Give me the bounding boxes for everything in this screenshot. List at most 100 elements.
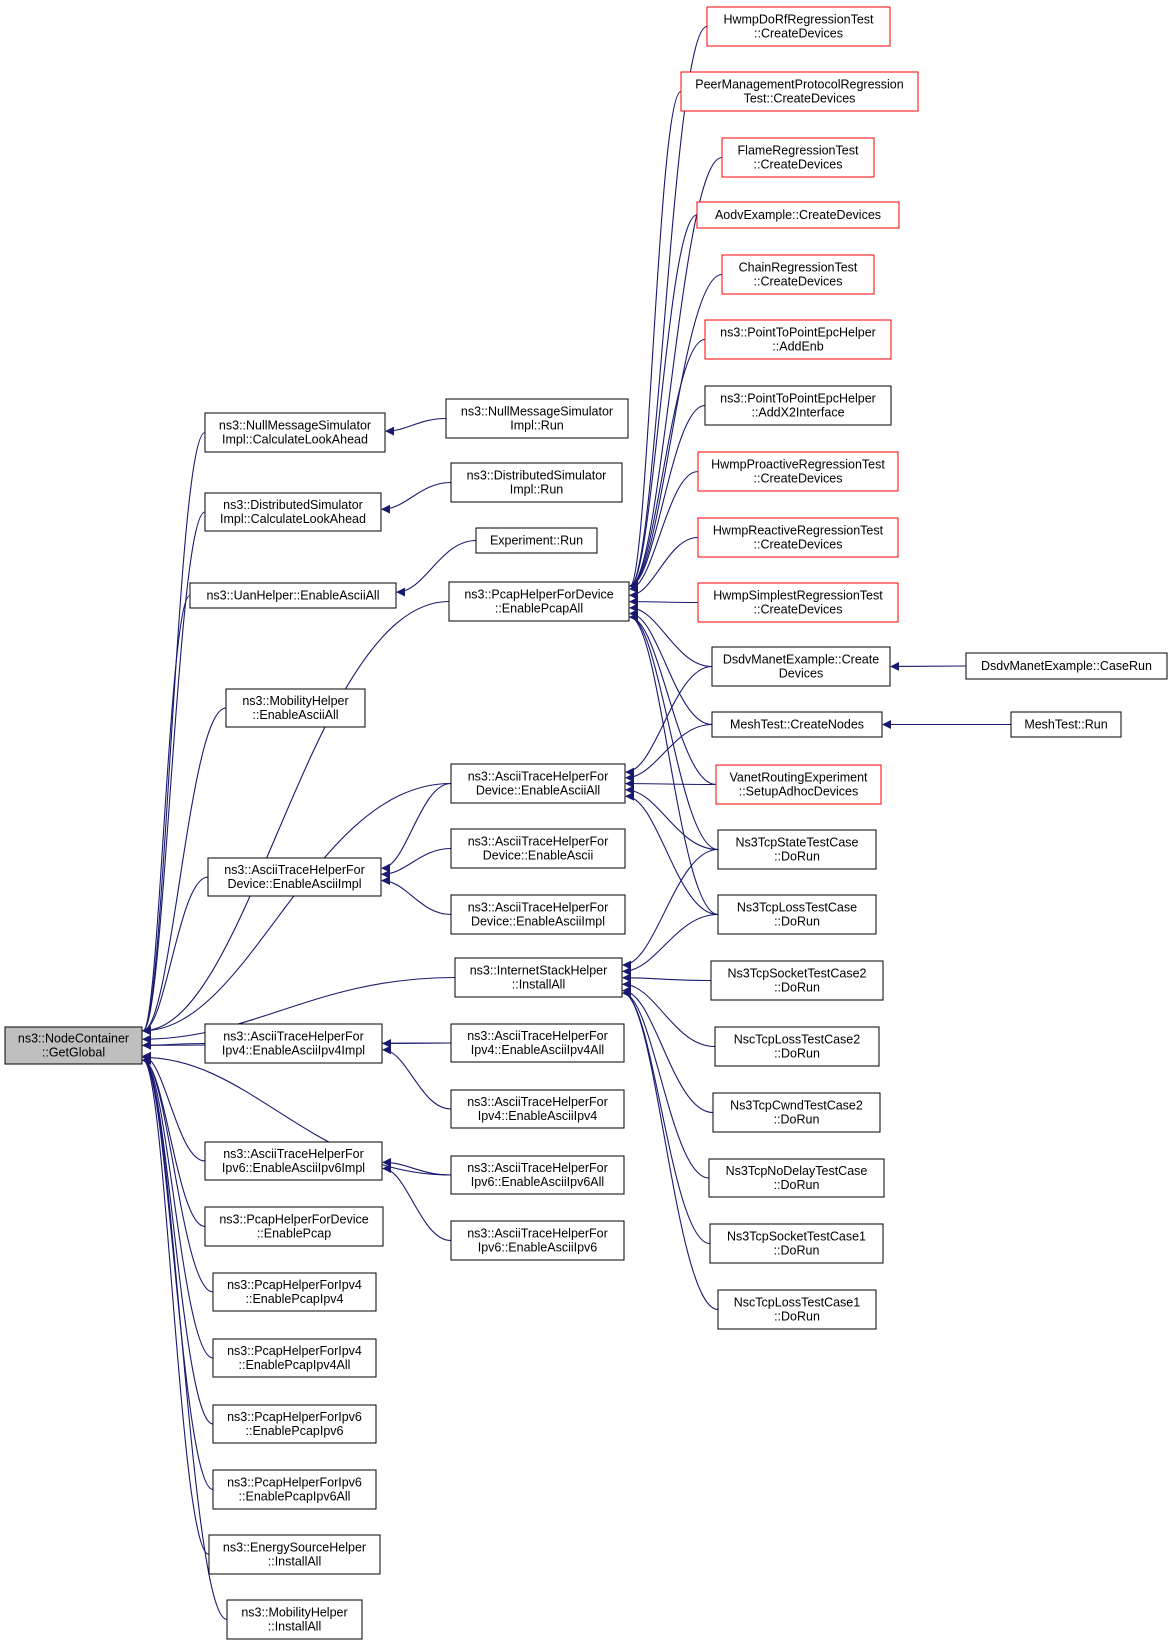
node-atd_ascii[interactable]: ns3::AsciiTraceHelperForDevice::EnableAs… (450, 828, 626, 869)
node-uan[interactable]: ns3::UanHelper::EnableAsciiAll (189, 582, 397, 609)
node-box[interactable] (212, 1338, 377, 1378)
node-nsc_loss1[interactable]: NscTcpLossTestCase1::DoRun (717, 1289, 877, 1330)
node-box[interactable] (450, 828, 626, 869)
node-tcp_loss[interactable]: Ns3TcpLossTestCase::DoRun (717, 894, 877, 935)
node-box[interactable] (445, 398, 629, 439)
node-box[interactable] (454, 957, 623, 998)
node-mesh_run[interactable]: MeshTest::Run (1010, 711, 1122, 738)
node-ati6_ipv6[interactable]: ns3::AsciiTraceHelperForIpv6::EnableAsci… (450, 1220, 625, 1261)
node-hwmp_sim[interactable]: HwmpSimplestRegressionTest::CreateDevice… (697, 582, 899, 623)
node-nms_cla[interactable]: ns3::NullMessageSimulatorImpl::Calculate… (204, 412, 386, 453)
node-tcp_cwnd2[interactable]: Ns3TcpCwndTestCase2::DoRun (712, 1092, 881, 1133)
node-box[interactable] (204, 492, 382, 532)
node-box[interactable] (710, 960, 884, 1001)
node-hwmp_dorf[interactable]: HwmpDoRfRegressionTest::CreateDevices (706, 6, 891, 47)
node-energy[interactable]: ns3::EnergySourceHelper::InstallAll (208, 1534, 381, 1575)
node-tcp_sock2[interactable]: Ns3TcpSocketTestCase2::DoRun (710, 960, 884, 1001)
node-box[interactable] (204, 1206, 384, 1247)
node-box[interactable] (450, 1023, 625, 1063)
node-box[interactable] (711, 711, 883, 738)
node-box[interactable] (225, 688, 366, 728)
node-p2p_x2[interactable]: ns3::PointToPointEpcHelper::AddX2Interfa… (704, 385, 892, 426)
node-box[interactable] (212, 1469, 377, 1510)
node-flame[interactable]: FlameRegressionTest::CreateDevices (721, 137, 875, 178)
node-aodv[interactable]: AodvExample::CreateDevices (696, 201, 900, 229)
node-box[interactable] (450, 763, 626, 804)
node-atd_all[interactable]: ns3::AsciiTraceHelperForDevice::EnableAs… (450, 763, 626, 804)
node-box[interactable] (450, 1220, 625, 1261)
node-ati4_impl[interactable]: ns3::AsciiTraceHelperForIpv4::EnableAsci… (204, 1023, 383, 1064)
node-hwmp_rea[interactable]: HwmpReactiveRegressionTest::CreateDevice… (697, 517, 899, 558)
node-box[interactable] (708, 1158, 885, 1198)
node-ph6_all[interactable]: ns3::PcapHelperForIpv6::EnablePcapIpv6Al… (212, 1469, 377, 1510)
node-box[interactable] (712, 1092, 881, 1133)
node-box[interactable] (226, 1599, 363, 1640)
node-ati4_all[interactable]: ns3::AsciiTraceHelperForIpv4::EnableAsci… (450, 1023, 625, 1063)
node-box[interactable] (709, 1223, 884, 1264)
node-vanet[interactable]: VanetRoutingExperiment::SetupAdhocDevice… (715, 764, 882, 805)
node-box[interactable] (717, 1289, 877, 1330)
node-exp_run[interactable]: Experiment::Run (475, 527, 598, 554)
node-atd_impl2[interactable]: ns3::AsciiTraceHelperForDevice::EnableAs… (450, 894, 626, 935)
node-box[interactable] (697, 451, 899, 492)
node-ish[interactable]: ns3::InternetStackHelper::InstallAll (454, 957, 623, 998)
node-box[interactable] (450, 1089, 625, 1129)
node-box[interactable] (450, 462, 623, 503)
node-box[interactable] (711, 646, 891, 687)
node-root[interactable]: ns3::NodeContainer::GetGlobal (4, 1026, 143, 1065)
node-tcp_state[interactable]: Ns3TcpStateTestCase::DoRun (717, 829, 877, 870)
node-box[interactable] (204, 412, 386, 453)
node-box[interactable] (204, 1023, 383, 1064)
node-box[interactable] (714, 1026, 880, 1067)
node-box[interactable] (696, 201, 900, 229)
node-box[interactable] (697, 517, 899, 558)
node-box[interactable] (189, 582, 397, 609)
node-ati6_impl[interactable]: ns3::AsciiTraceHelperForIpv6::EnableAsci… (204, 1141, 383, 1181)
node-ds_cla[interactable]: ns3::DistributedSimulatorImpl::Calculate… (204, 492, 382, 532)
node-p2p_enb[interactable]: ns3::PointToPointEpcHelper::AddEnb (704, 319, 892, 360)
node-box[interactable] (212, 1272, 377, 1312)
node-box[interactable] (721, 254, 875, 295)
node-ati4_ipv4[interactable]: ns3::AsciiTraceHelperForIpv4::EnableAsci… (450, 1089, 625, 1129)
node-box[interactable] (965, 652, 1168, 680)
node-mob_ascii[interactable]: ns3::MobilityHelper::EnableAsciiAll (225, 688, 366, 728)
node-mob_inst[interactable]: ns3::MobilityHelper::InstallAll (226, 1599, 363, 1640)
node-chain[interactable]: ChainRegressionTest::CreateDevices (721, 254, 875, 295)
node-box[interactable] (450, 1155, 625, 1195)
node-ph6_pcap[interactable]: ns3::PcapHelperForIpv6::EnablePcapIpv6 (212, 1404, 377, 1444)
node-box[interactable] (208, 1534, 381, 1575)
node-tcp_sock1[interactable]: Ns3TcpSocketTestCase1::DoRun (709, 1223, 884, 1264)
node-box[interactable] (704, 385, 892, 426)
node-hwmp_pro[interactable]: HwmpProactiveRegressionTest::CreateDevic… (697, 451, 899, 492)
node-box[interactable] (212, 1404, 377, 1444)
node-ph4_all[interactable]: ns3::PcapHelperForIpv4::EnablePcapIpv4Al… (212, 1338, 377, 1378)
node-ati6_all[interactable]: ns3::AsciiTraceHelperForIpv6::EnableAsci… (450, 1155, 625, 1195)
node-tcp_nodelay[interactable]: Ns3TcpNoDelayTestCase::DoRun (708, 1158, 885, 1198)
node-box[interactable] (721, 137, 875, 178)
node-box[interactable] (475, 527, 598, 554)
node-dsdv_cd[interactable]: DsdvManetExample::CreateDevices (711, 646, 891, 687)
node-box[interactable] (450, 894, 626, 935)
node-mesh_cn[interactable]: MeshTest::CreateNodes (711, 711, 883, 738)
node-box[interactable] (204, 1141, 383, 1181)
node-phd_all[interactable]: ns3::PcapHelperForDevice::EnablePcapAll (448, 581, 630, 622)
node-box[interactable] (697, 582, 899, 623)
node-box[interactable] (704, 319, 892, 360)
node-box[interactable] (717, 894, 877, 935)
node-box[interactable] (680, 71, 919, 112)
node-box[interactable] (448, 581, 630, 622)
node-box[interactable] (207, 857, 382, 897)
node-nsc_loss2[interactable]: NscTcpLossTestCase2::DoRun (714, 1026, 880, 1067)
node-box[interactable] (4, 1026, 143, 1065)
node-box[interactable] (717, 829, 877, 870)
node-dsdv_run[interactable]: DsdvManetExample::CaseRun (965, 652, 1168, 680)
node-phd_pcap[interactable]: ns3::PcapHelperForDevice::EnablePcap (204, 1206, 384, 1247)
node-peer[interactable]: PeerManagementProtocolRegressionTest::Cr… (680, 71, 919, 112)
node-ph4_pcap[interactable]: ns3::PcapHelperForIpv4::EnablePcapIpv4 (212, 1272, 377, 1312)
node-box[interactable] (715, 764, 882, 805)
node-box[interactable] (1010, 711, 1122, 738)
node-atd_impl[interactable]: ns3::AsciiTraceHelperForDevice::EnableAs… (207, 857, 382, 897)
node-box[interactable] (706, 6, 891, 47)
